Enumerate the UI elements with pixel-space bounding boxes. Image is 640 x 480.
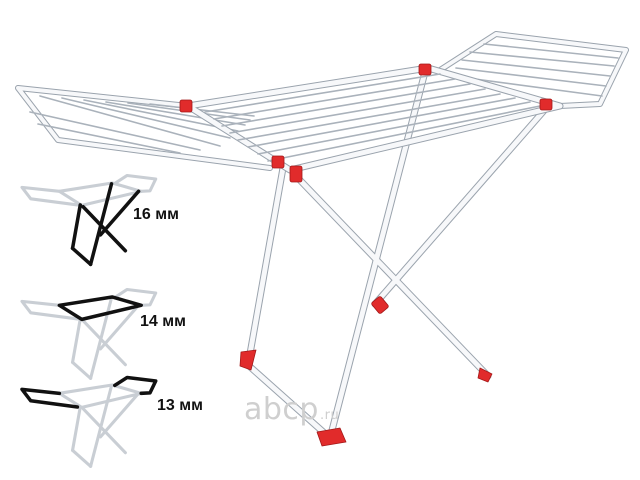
thumbnail-top-frame xyxy=(20,287,158,380)
thumbnail-legs xyxy=(20,173,158,267)
thumbnail-label-14mm: 14 мм xyxy=(140,313,186,330)
drying-rack xyxy=(15,31,629,447)
watermark-suffix: .ru xyxy=(319,408,340,423)
rack-top-frame xyxy=(184,64,564,174)
watermark-logo: abcp .ru xyxy=(244,392,339,427)
rack-red-clips xyxy=(179,63,553,447)
thumbnail-label-13mm: 13 мм xyxy=(157,397,203,414)
rack-left-wing xyxy=(15,85,273,171)
thumbnail-label-16mm: 16 мм xyxy=(133,206,179,223)
thumbnail-wings xyxy=(20,375,158,468)
watermark-text: abcp xyxy=(244,392,319,427)
